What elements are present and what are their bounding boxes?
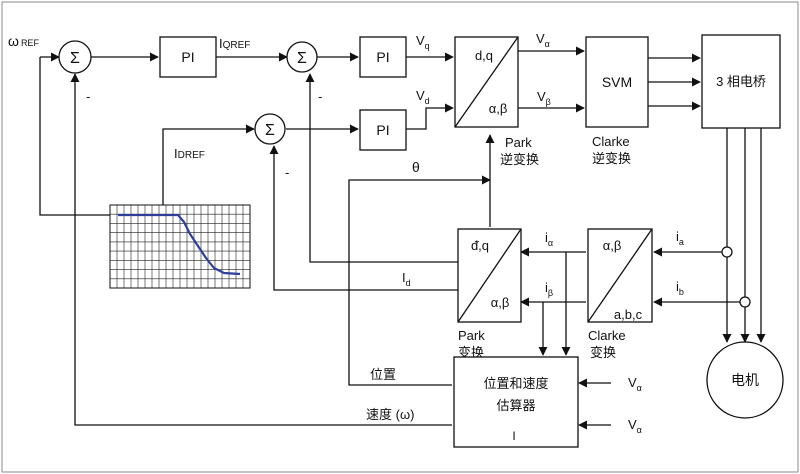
- svg-text:估算器: 估算器: [496, 398, 535, 413]
- svg-text:d,q: d,q: [475, 48, 493, 63]
- pi-id-block: PI: [359, 109, 407, 151]
- svg-text:SVM: SVM: [602, 74, 632, 90]
- svg-text:I: I: [512, 429, 515, 443]
- position-speed-estimator-block: 位置和速度 估算器 I: [453, 356, 579, 448]
- svg-text:α,β: α,β: [491, 295, 510, 310]
- idref-label: IDREF: [174, 146, 205, 161]
- inverse-park-block: d,q α,β: [454, 36, 519, 128]
- svg-text:PI: PI: [376, 49, 389, 65]
- theta-label: θ: [412, 159, 420, 175]
- park-block: ᵭ,q α,β: [457, 228, 522, 323]
- inverse-park-caption-1: Park: [505, 135, 532, 150]
- pi-iq-block: PI: [359, 36, 407, 78]
- i-alpha-label: iα: [545, 230, 553, 248]
- vbeta-label: Vβ: [537, 89, 551, 107]
- sum-junction-iq: Σ: [286, 41, 318, 73]
- ia-label: ia: [676, 229, 684, 247]
- current-sense-b: [739, 296, 751, 308]
- inverse-clarke-caption-2: 逆变换: [592, 151, 631, 166]
- minus-sign-id: -: [285, 165, 289, 180]
- iqref-label: IQREF: [219, 36, 250, 51]
- svg-text:a,b,c: a,b,c: [614, 307, 643, 322]
- park-caption-1: Park: [458, 328, 485, 343]
- clarke-caption-2: 变换: [590, 345, 616, 360]
- sum-junction-id: Σ: [254, 113, 286, 145]
- inverse-park-caption-2: 逆变换: [500, 152, 539, 167]
- pi-speed-block: PI: [159, 36, 217, 78]
- clarke-block: α,β a,b,c: [587, 228, 653, 323]
- svg-text:α,β: α,β: [603, 238, 622, 253]
- svg-text:Σ: Σ: [70, 50, 80, 67]
- minus-sign-speed: -: [86, 89, 90, 104]
- park-caption-2: 变换: [458, 345, 484, 360]
- i-beta-label: iβ: [545, 280, 553, 298]
- svg-text:位置和速度: 位置和速度: [483, 376, 548, 391]
- estimator-input-2-label: Vα: [628, 417, 642, 435]
- svm-block: SVM: [585, 36, 649, 128]
- svg-text:PI: PI: [181, 49, 194, 65]
- id-label: Id: [402, 270, 411, 288]
- ib-label: ib: [676, 279, 684, 297]
- valpha-label: Vα: [536, 31, 550, 49]
- motor-block: 电机: [706, 341, 784, 419]
- svg-text:Σ: Σ: [265, 122, 275, 139]
- current-sense-a: [721, 246, 733, 258]
- minus-sign-iq: -: [318, 89, 322, 104]
- field-weakening-lookup-plot: [109, 204, 251, 289]
- speed-label: 速度 (ω): [366, 407, 414, 422]
- position-label: 位置: [370, 367, 396, 382]
- clarke-caption-1: Clarke: [588, 328, 626, 343]
- signal-lines: [39, 46, 766, 430]
- vd-label: Vd: [416, 88, 430, 106]
- svg-text:ᵭ,q: ᵭ,q: [471, 238, 489, 253]
- vq-label: Vq: [416, 33, 430, 51]
- svg-text:PI: PI: [376, 122, 389, 138]
- svg-text:Σ: Σ: [297, 50, 307, 67]
- estimator-input-1-label: Vα: [628, 375, 642, 393]
- inverse-clarke-caption-1: Clarke: [592, 134, 630, 149]
- svg-text:α,β: α,β: [489, 101, 508, 116]
- three-phase-bridge-block: 3 相电桥: [701, 34, 781, 129]
- svg-text:3 相电桥: 3 相电桥: [716, 74, 766, 89]
- sum-junction-speed: Σ: [58, 40, 92, 74]
- svg-text:电机: 电机: [731, 372, 759, 388]
